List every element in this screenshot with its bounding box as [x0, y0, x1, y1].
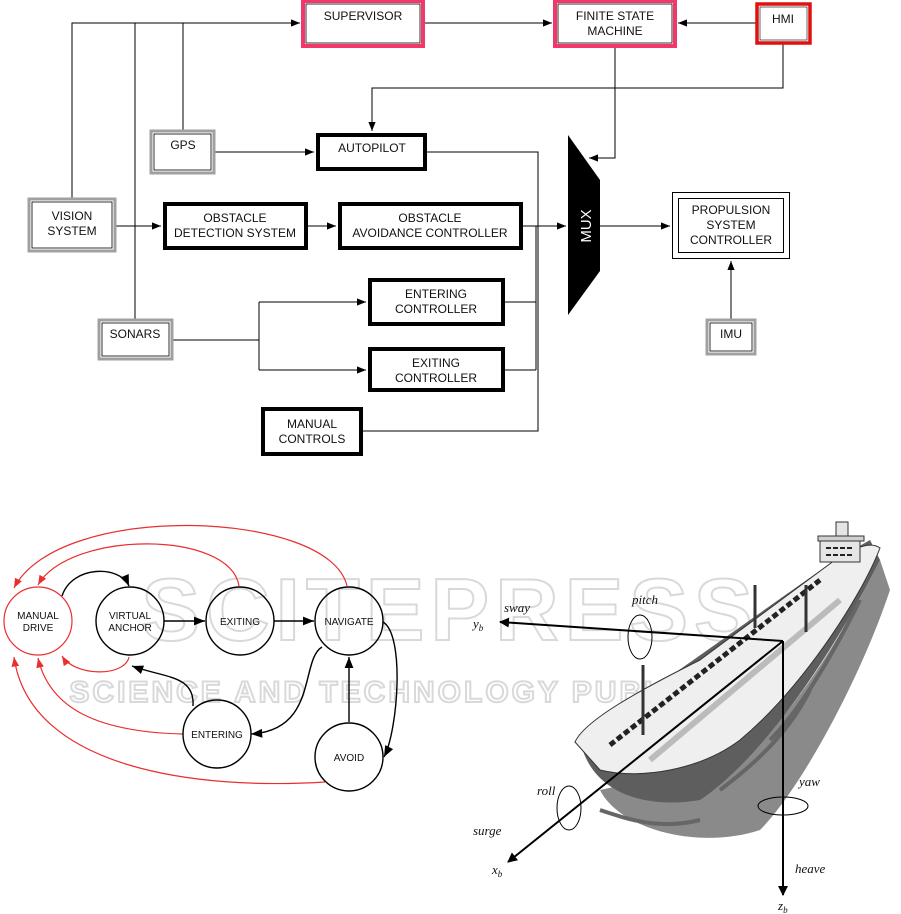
svg-text:SUPERVISOR: SUPERVISOR [324, 9, 403, 23]
svg-text:MANUAL: MANUAL [287, 417, 337, 431]
svg-text:HMI: HMI [772, 12, 794, 26]
svg-text:SYSTEM: SYSTEM [706, 218, 755, 232]
obstacle-avoidance-block: OBSTACLE AVOIDANCE CONTROLLER [338, 202, 523, 250]
svg-text:CONTROLLER: CONTROLLER [395, 371, 477, 385]
svg-text:pitch: pitch [631, 592, 658, 607]
gps-block: GPS [149, 129, 216, 175]
finite-state-machine-block: FINITE STATE MACHINE [553, 0, 677, 48]
svg-text:GPS: GPS [170, 138, 195, 152]
svg-text:ENTERING: ENTERING [191, 730, 243, 741]
svg-text:SYSTEM: SYSTEM [47, 224, 96, 238]
entering-controller-block: ENTERING CONTROLLER [368, 278, 505, 326]
svg-text:yaw: yaw [797, 774, 820, 789]
svg-text:VIRTUAL: VIRTUAL [109, 611, 151, 622]
svg-text:roll: roll [537, 783, 556, 798]
svg-text:zb: zb [777, 898, 788, 914]
svg-text:MACHINE: MACHINE [587, 24, 642, 38]
svg-text:MANUAL: MANUAL [17, 611, 59, 622]
svg-text:surge: surge [473, 823, 502, 838]
svg-text:AVOIDANCE CONTROLLER: AVOIDANCE CONTROLLER [352, 226, 507, 240]
body-axes [499, 614, 809, 896]
svg-text:CONTROLS: CONTROLS [279, 432, 346, 446]
imu-block: IMU [705, 318, 757, 356]
state-exiting: EXITING [205, 586, 275, 656]
autopilot-block: AUTOPILOT [316, 133, 427, 171]
sonars-block: SONARS [97, 318, 174, 361]
exiting-controller-block: EXITING CONTROLLER [368, 347, 505, 392]
supervisor-block: SUPERVISOR [301, 0, 425, 48]
propulsion-controller-block: PROPULSION SYSTEM CONTROLLER [672, 192, 790, 259]
svg-text:MUX: MUX [578, 209, 595, 242]
svg-text:heave: heave [795, 861, 826, 876]
state-manual-drive: MANUAL DRIVE [3, 586, 73, 656]
svg-text:AUTOPILOT: AUTOPILOT [338, 141, 406, 155]
svg-text:IMU: IMU [720, 327, 742, 341]
hmi-block: HMI [755, 2, 812, 45]
svg-text:DRIVE: DRIVE [23, 623, 54, 634]
svg-text:EXITING: EXITING [412, 356, 460, 370]
state-navigate: NAVIGATE [314, 586, 384, 656]
vision-system-block: VISION SYSTEM [27, 197, 117, 253]
svg-text:ENTERING: ENTERING [405, 287, 467, 301]
svg-text:yb: yb [471, 616, 484, 633]
svg-text:FINITE STATE: FINITE STATE [576, 9, 654, 23]
svg-text:NAVIGATE: NAVIGATE [324, 617, 373, 628]
svg-text:CONTROLLER: CONTROLLER [690, 233, 772, 247]
svg-text:EXITING: EXITING [220, 617, 260, 628]
svg-text:CONTROLLER: CONTROLLER [395, 302, 477, 316]
svg-text:SONARS: SONARS [110, 327, 161, 341]
axis-labels: sway yb pitch roll surge xb yaw heave zb [471, 592, 826, 914]
svg-text:AVOID: AVOID [334, 753, 364, 764]
block-connectors [71, 19, 784, 432]
state-avoid: AVOID [314, 722, 384, 792]
svg-text:VISION: VISION [52, 209, 93, 223]
state-entering: ENTERING [182, 699, 252, 769]
svg-text:sway: sway [504, 600, 530, 615]
state-transitions [11, 524, 398, 785]
ship-illustration [574, 521, 890, 838]
mux-block: MUX [568, 135, 600, 315]
obstacle-detection-block: OBSTACLE DETECTION SYSTEM [163, 202, 308, 250]
svg-text:ANCHOR: ANCHOR [108, 623, 151, 634]
svg-text:PROPULSION: PROPULSION [692, 203, 771, 217]
svg-text:OBSTACLE: OBSTACLE [203, 211, 266, 225]
state-virtual-anchor: VIRTUAL ANCHOR [95, 586, 165, 656]
svg-text:SCITEPRESS: SCITEPRESS [141, 560, 758, 659]
svg-text:DETECTION SYSTEM: DETECTION SYSTEM [174, 226, 296, 240]
manual-controls-block: MANUAL CONTROLS [261, 407, 363, 456]
svg-text:xb: xb [491, 862, 503, 879]
svg-text:OBSTACLE: OBSTACLE [398, 211, 461, 225]
